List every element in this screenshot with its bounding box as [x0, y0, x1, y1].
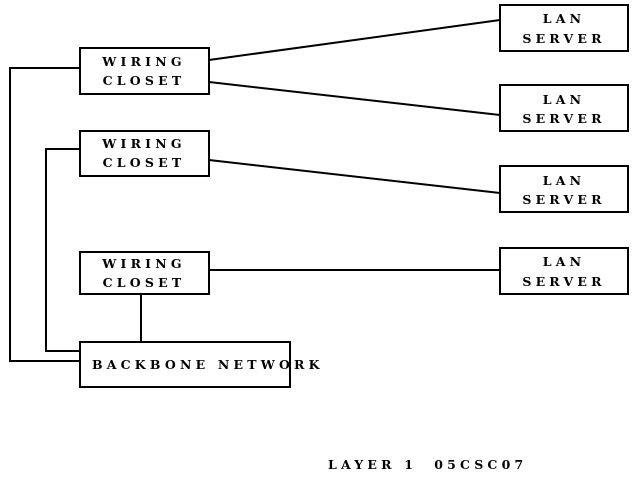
backbone-network-label: BACKBONE NETWORK [92, 357, 324, 372]
link-closet-1-server-1 [208, 19, 501, 61]
wiring-closet-1-line1: WIRING [101, 54, 185, 69]
lan-server-4-line1: LAN [543, 254, 586, 269]
lan-server-2-line1: LAN [543, 92, 586, 107]
wiring-closet-2: WIRING CLOSET [79, 130, 210, 177]
link-closet-2-backbone [45, 148, 80, 352]
wiring-closet-2-line2: CLOSET [103, 155, 186, 170]
lan-server-3-line2: SERVER [522, 192, 605, 207]
lan-server-1: LAN SERVER [499, 4, 629, 52]
lan-server-2: LAN SERVER [499, 84, 629, 132]
wiring-closet-1-line2: CLOSET [103, 73, 186, 88]
lan-server-1-line1: LAN [543, 11, 586, 26]
wiring-closet-3-line1: WIRING [101, 256, 185, 271]
lan-server-3-line1: LAN [543, 173, 586, 188]
wiring-closet-2-line1: WIRING [101, 136, 185, 151]
lan-server-4-line2: SERVER [522, 274, 605, 289]
diagram-caption: LAYER 1 05CSC07 [328, 457, 527, 472]
lan-server-1-line2: SERVER [522, 31, 605, 46]
link-closet-2-server-3 [208, 159, 501, 194]
lan-server-2-line2: SERVER [522, 111, 605, 126]
backbone-network: BACKBONE NETWORK [79, 341, 324, 388]
wiring-closet-3: WIRING CLOSET [79, 251, 210, 295]
lan-server-4: LAN SERVER [499, 247, 629, 295]
link-closet-1-server-2 [208, 81, 501, 116]
wiring-closet-1: WIRING CLOSET [79, 47, 210, 95]
wiring-closet-3-line2: CLOSET [103, 275, 186, 290]
link-closet-1-backbone [9, 67, 80, 362]
lan-server-3: LAN SERVER [499, 165, 629, 213]
